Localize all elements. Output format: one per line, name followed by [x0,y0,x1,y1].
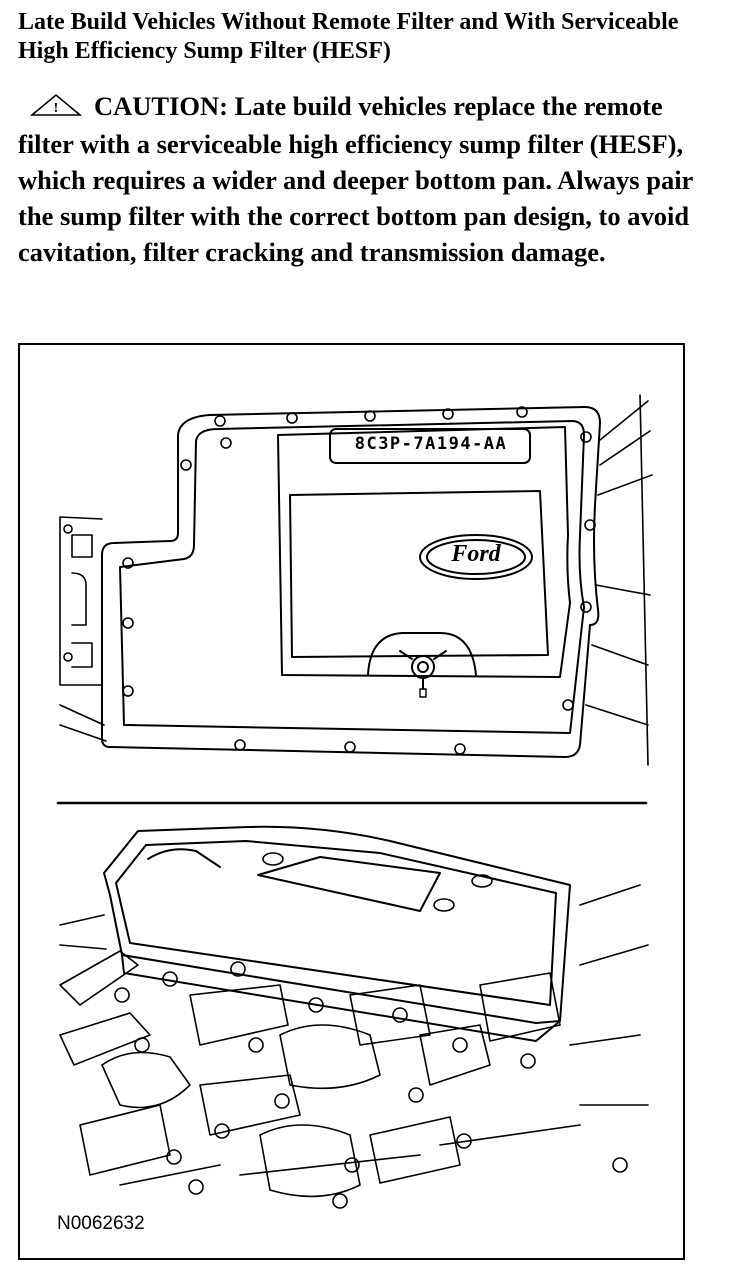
illustration-drawing [56,394,653,1209]
sump-pan-outline [101,406,601,758]
drain-plug [399,650,447,698]
caution-text: CAUTION: Late build vehicles replace the… [18,91,693,267]
valve-body [59,884,649,1198]
case-housing-left [59,516,103,686]
case-housing-right [585,394,653,766]
figure-code: N0062632 [57,1213,145,1234]
caution-note: !CAUTION: Late build vehicles replace th… [18,88,718,270]
filter-bolts [262,852,493,912]
section-title: Late Build Vehicles Without Remote Filte… [18,9,679,64]
warning-triangle-icon: ! [29,90,83,126]
lines-lower-left [59,704,107,742]
ford-logo-text: Ford [451,541,501,567]
svg-text:!: ! [54,101,59,116]
pan-bolts [122,406,596,755]
valve-bolts [114,961,628,1209]
ford-logo-oval [419,534,533,580]
part-number-label: 8C3P-7A194-AA [354,434,508,454]
sump-filter [103,825,571,1042]
part-number-plate [329,428,531,464]
transmission-illustration: 8C3P-7A194-AA Ford N0062632 [18,343,685,1260]
